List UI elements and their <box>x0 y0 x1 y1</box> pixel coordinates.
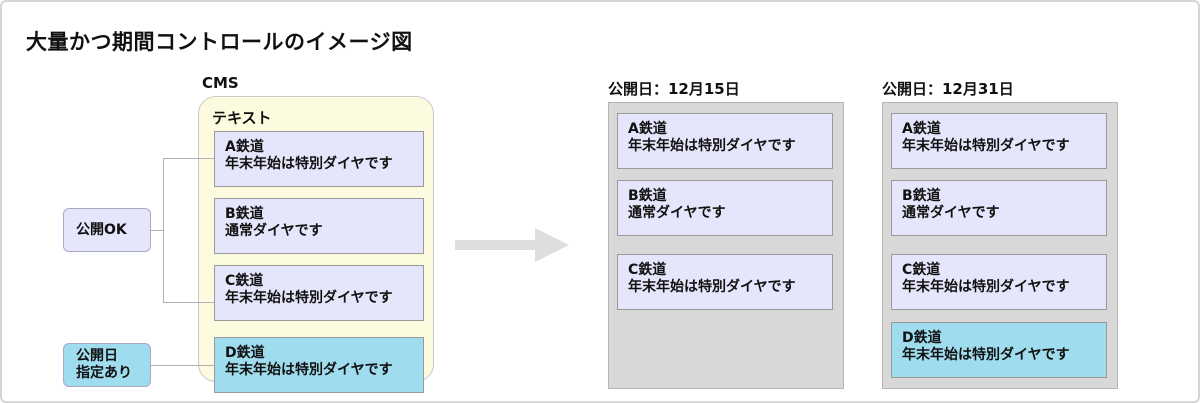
card-text: 年末年始は特別ダイヤです <box>225 362 393 378</box>
card-text: 年末年始は特別ダイヤです <box>225 156 393 172</box>
card-text: 通常ダイヤです <box>902 205 1000 221</box>
card-text: 年末年始は特別ダイヤです <box>902 279 1070 295</box>
status-scheduled-badge: 公開日 指定あり <box>63 343 151 387</box>
panel2-card-a: A鉄道 年末年始は特別ダイヤです <box>891 113 1107 169</box>
panel2-date-label: 公開日：12月31日 <box>882 80 1014 98</box>
card-text: 年末年始は特別ダイヤです <box>628 138 796 154</box>
card-name: B鉄道 <box>628 188 667 204</box>
card-text: 通常ダイヤです <box>628 205 726 221</box>
card-name: D鉄道 <box>902 330 942 346</box>
card-name: D鉄道 <box>225 345 265 361</box>
connector-line <box>151 230 164 231</box>
cms-card-a: A鉄道 年末年始は特別ダイヤです <box>214 131 424 187</box>
card-name: A鉄道 <box>628 121 667 137</box>
panel1-card-a: A鉄道 年末年始は特別ダイヤです <box>617 113 833 169</box>
card-name: C鉄道 <box>225 273 264 289</box>
connector-line <box>151 365 214 366</box>
card-text: 通常ダイヤです <box>225 223 323 239</box>
card-name: A鉄道 <box>225 139 264 155</box>
right-arrow-icon <box>455 228 569 262</box>
connector-line <box>163 158 214 159</box>
diagram-title: 大量かつ期間コントロールのイメージ図 <box>26 30 413 54</box>
panel1-card-b: B鉄道 通常ダイヤです <box>617 180 833 236</box>
panel2-card-b: B鉄道 通常ダイヤです <box>891 180 1107 236</box>
status-ok-label: 公開OK <box>76 222 127 238</box>
card-text: 年末年始は特別ダイヤです <box>628 279 796 295</box>
card-name: C鉄道 <box>902 262 941 278</box>
cms-text-label: テキスト <box>212 109 272 127</box>
cms-card-b: B鉄道 通常ダイヤです <box>214 198 424 254</box>
connector-line <box>163 302 214 303</box>
status-ok-badge: 公開OK <box>63 208 151 252</box>
card-name: C鉄道 <box>628 262 667 278</box>
cms-card-c: C鉄道 年末年始は特別ダイヤです <box>214 265 424 321</box>
panel2-card-d: D鉄道 年末年始は特別ダイヤです <box>891 322 1107 378</box>
card-text: 年末年始は特別ダイヤです <box>902 138 1070 154</box>
cms-label: CMS <box>202 74 239 92</box>
panel1-date-label: 公開日：12月15日 <box>608 80 740 98</box>
panel1-card-c: C鉄道 年末年始は特別ダイヤです <box>617 254 833 310</box>
card-name: A鉄道 <box>902 121 941 137</box>
cms-card-d: D鉄道 年末年始は特別ダイヤです <box>214 337 424 393</box>
card-name: B鉄道 <box>902 188 941 204</box>
card-name: B鉄道 <box>225 206 264 222</box>
panel2-card-c: C鉄道 年末年始は特別ダイヤです <box>891 254 1107 310</box>
card-text: 年末年始は特別ダイヤです <box>902 347 1070 363</box>
status-scheduled-line1: 公開日 <box>76 348 118 364</box>
card-text: 年末年始は特別ダイヤです <box>225 290 393 306</box>
status-scheduled-line2: 指定あり <box>76 365 132 381</box>
